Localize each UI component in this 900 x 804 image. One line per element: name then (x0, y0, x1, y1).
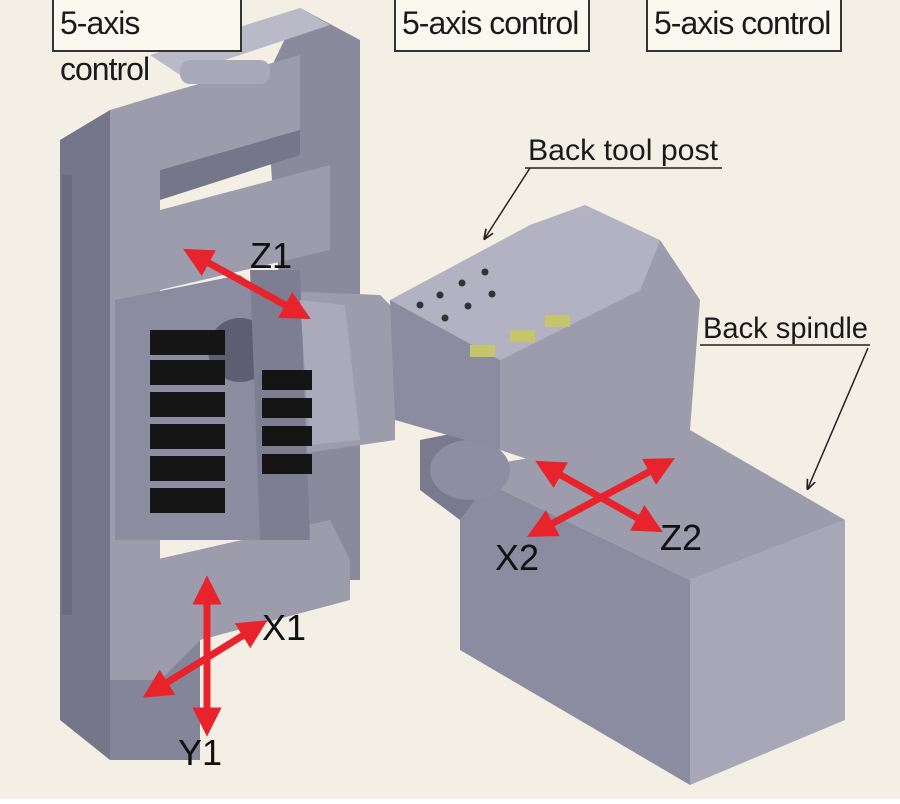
z2-axis-arrow (535, 460, 663, 533)
z1-axis-arrow (183, 248, 311, 320)
x2-axis-label: X2 (495, 537, 539, 578)
back-spindle-leader (808, 347, 869, 488)
tool-holder-stack-left (150, 330, 225, 513)
back-tool-post-label: Back tool post (528, 134, 719, 167)
control-label-mid: 5-axis control (394, 0, 590, 52)
control-label-right: 5-axis control (646, 0, 842, 52)
x1-axis-label: X1 (262, 607, 306, 648)
y1-axis-label: Y1 (178, 732, 222, 773)
back-spindle-base (420, 430, 845, 785)
z1-axis-label: Z1 (250, 235, 292, 276)
z2-axis-label: Z2 (660, 517, 702, 558)
tool-holder-stack-right (262, 370, 312, 474)
control-label-left: 5-axis control (52, 0, 242, 87)
back-tool-post-leader (485, 167, 531, 238)
back-tool-post (390, 205, 700, 470)
back-spindle-label: Back spindle (703, 312, 868, 345)
x1-axis-arrow (142, 620, 268, 698)
